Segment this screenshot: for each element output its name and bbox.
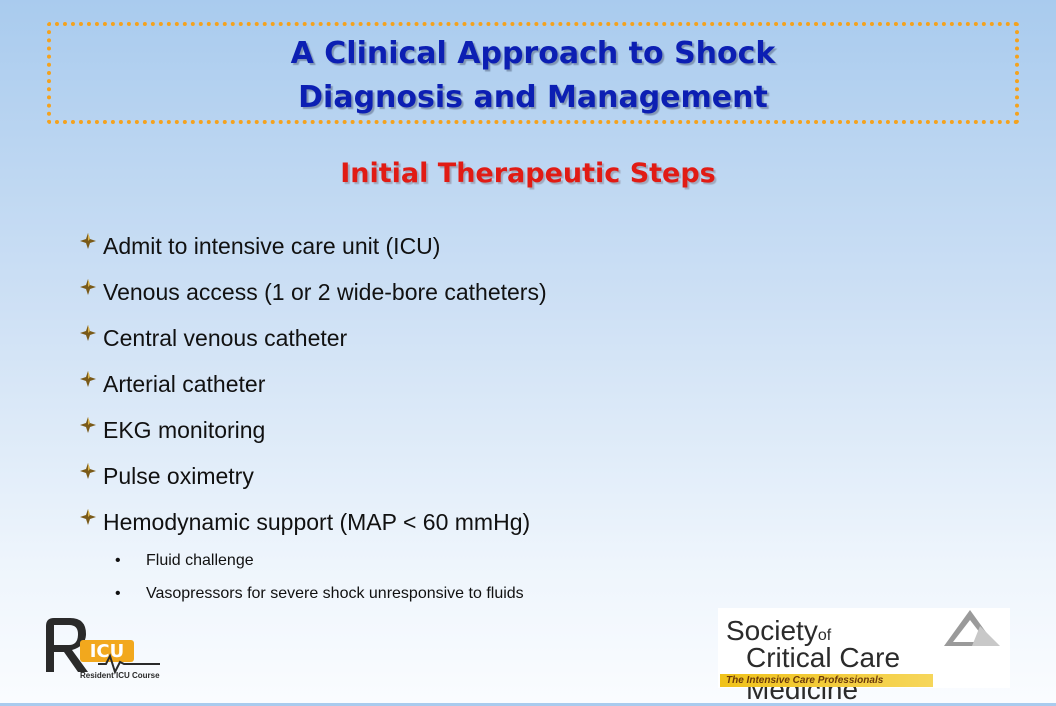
star-bullet-icon <box>80 463 96 479</box>
bullet-dot-icon: • <box>115 552 121 569</box>
sub-bullet-text: Vasopressors for severe shock unresponsi… <box>146 585 524 602</box>
bullet-text: Arterial catheter <box>103 371 266 397</box>
sccm-tagline-bar <box>720 674 933 687</box>
ricu-caption: Resident ICU Course <box>80 671 160 680</box>
sccm-of-text: of <box>817 627 832 644</box>
bullet-text: Admit to intensive care unit (ICU) <box>103 233 441 259</box>
bullet-text: Hemodynamic support (MAP < 60 mmHg) <box>103 509 531 535</box>
sccm-society-text: Societyof <box>726 615 832 646</box>
bullet-text: Central venous catheter <box>103 325 348 351</box>
sccm-triangle-icon <box>944 610 1000 646</box>
bullet-text: Pulse oximetry <box>103 463 254 489</box>
ricu-logo: ICU Resident ICU Course <box>40 612 170 682</box>
star-bullet-icon <box>80 371 96 387</box>
bullet-dot-icon: • <box>115 585 121 602</box>
sccm-tagline: The Intensive Care Professionals <box>726 675 884 686</box>
sub-bullet-text: Fluid challenge <box>146 552 254 569</box>
ricu-logo-graphic: ICU Resident ICU Course <box>46 618 160 680</box>
star-bullet-icon <box>80 417 96 433</box>
star-bullet-icon <box>80 509 96 525</box>
sccm-name-text: Critical Care Medicine <box>746 642 901 705</box>
title-frame: A Clinical Approach to Shock Diagnosis a… <box>47 22 1019 124</box>
star-bullet-icon <box>80 279 96 295</box>
star-bullet-icon <box>80 233 96 249</box>
sccm-logo: Societyof Critical Care Medicine The Int… <box>718 608 1010 705</box>
bullet-text: EKG monitoring <box>103 417 266 443</box>
bullet-text: Venous access (1 or 2 wide-bore catheter… <box>103 279 547 305</box>
title-line-2: Diagnosis and Management <box>298 80 768 115</box>
slide-subtitle: Initial Therapeutic Steps <box>340 158 716 189</box>
star-bullet-icon <box>80 325 96 341</box>
title-line-1: A Clinical Approach to Shock <box>290 36 776 71</box>
ricu-mark-text: ICU <box>90 641 125 662</box>
